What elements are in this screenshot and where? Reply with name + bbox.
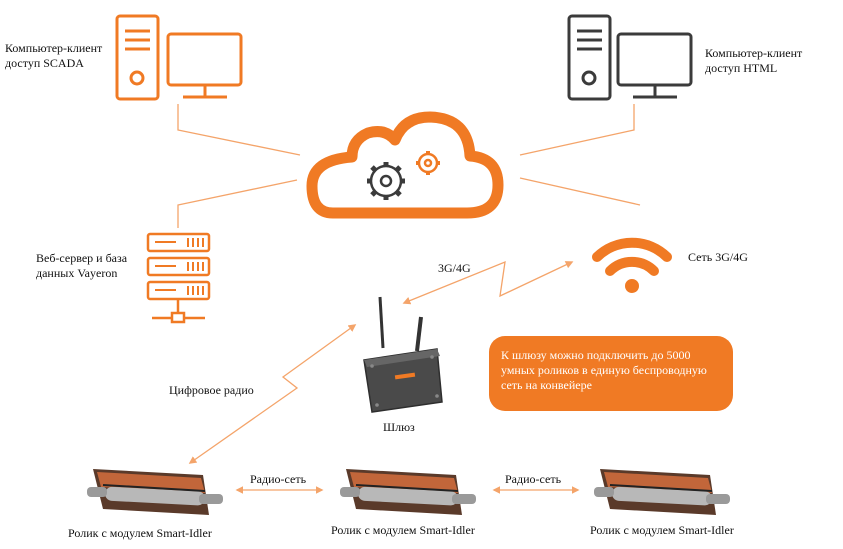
label-roller-3: Ролик с модулем Smart-Idler [590, 523, 734, 537]
cloud-gears-icon [306, 111, 504, 219]
label-gateway: Шлюз [383, 420, 415, 434]
label-radio-net-1: Радио-сеть [250, 472, 307, 486]
roller-icon [87, 469, 223, 515]
line-html-cloud [519, 104, 635, 156]
link-digital-radio [188, 324, 357, 464]
connection-lines [177, 104, 641, 494]
gateway-icon [363, 296, 443, 413]
computer-icon [567, 14, 693, 101]
label-network-3g4g: Сеть 3G/4G [688, 250, 748, 264]
label-roller-1: Ролик с модулем Smart-Idler [68, 526, 212, 540]
line-wifi-cloud [519, 177, 641, 206]
wifi-icon [592, 237, 672, 293]
line-server-cloud [177, 179, 298, 228]
label-radio-net-2: Радио-сеть [505, 472, 562, 486]
label-digital-radio: Цифровое радио [169, 383, 254, 397]
label-roller-2: Ролик с модулем Smart-Idler [331, 523, 475, 537]
info-box: К шлюзу можно подключить до 5000 умных р… [489, 336, 733, 411]
roller-icon [340, 469, 476, 515]
label-link-3g4g: 3G/4G [438, 261, 471, 275]
roller-icon [594, 469, 730, 515]
label-client-scada: Компьютер-клиент доступ SCADA [5, 41, 103, 70]
computer-icon [115, 14, 243, 101]
link-3g4g [402, 260, 574, 305]
server-icon [146, 232, 211, 324]
line-scada-cloud [177, 104, 301, 156]
label-web-server: Веб-сервер и база данных Vayeron [36, 251, 128, 280]
label-client-html: Компьютер-клиент доступ HTML [705, 46, 803, 75]
